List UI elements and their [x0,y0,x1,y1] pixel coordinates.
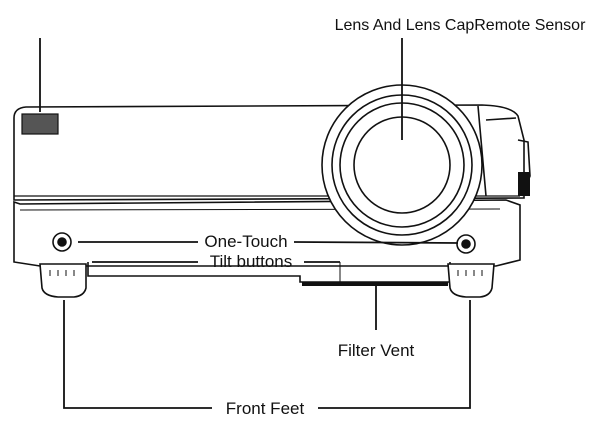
left-foot-icon [39,263,87,298]
leader-front-feet-right [318,300,471,409]
leader-front-feet-left [63,300,212,409]
label-tilt-buttons: Tilt buttons [210,252,293,271]
filter-vent-strip [302,282,448,286]
label-one-touch: One-Touch [204,232,287,251]
remote-sensor-icon [21,113,59,135]
right-foot-icon [447,263,495,298]
label-filter-vent: Filter Vent [338,341,415,360]
side-tab [518,172,530,196]
leader-one-touch-right [293,241,459,244]
label-lens-sensor: Lens And Lens CapRemote Sensor [335,17,587,34]
left-tilt-button-icon [52,232,72,252]
label-front-feet: Front Feet [226,399,305,418]
right-tilt-button-icon [456,234,476,254]
